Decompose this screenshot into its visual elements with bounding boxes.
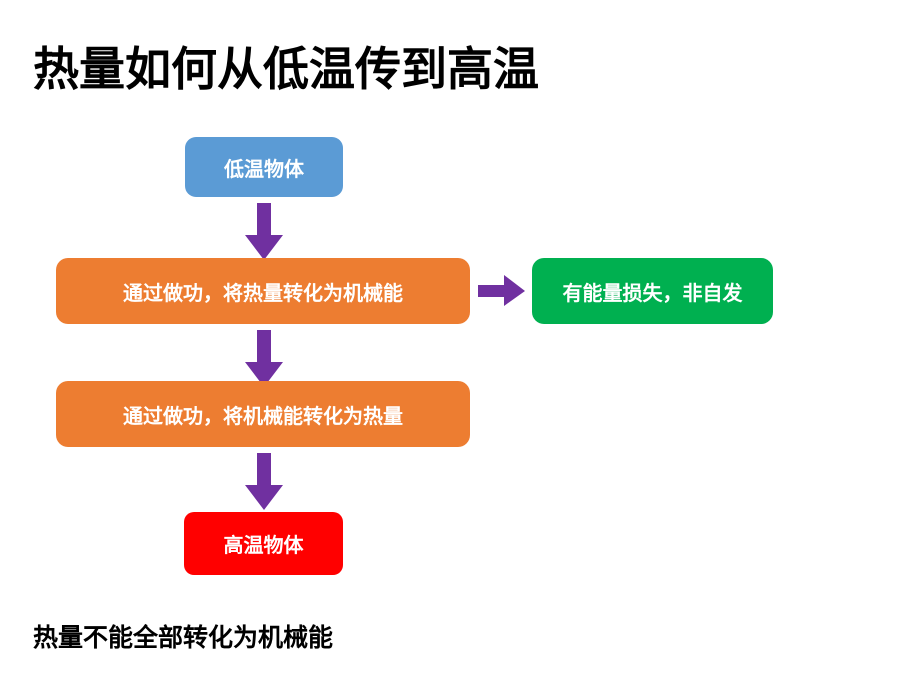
flow-node-mechanical-to-heat[interactable]: 通过做功，将机械能转化为热量 xyxy=(56,381,470,447)
flow-node-label: 高温物体 xyxy=(223,535,304,557)
flow-node-hot-object[interactable]: 高温物体 xyxy=(184,512,343,575)
flow-node-cold-object[interactable]: 低温物体 xyxy=(185,137,343,197)
flow-node-label: 通过做功，将机械能转化为热量 xyxy=(123,405,403,428)
arrow-right-icon-heat-to-loss xyxy=(478,275,526,307)
flow-node-label: 低温物体 xyxy=(224,158,304,181)
page-title: 热量如何从低温传到高温 xyxy=(33,43,539,95)
arrow-down-icon-heat-to-mech xyxy=(244,330,284,388)
flow-node-heat-to-mechanical[interactable]: 通过做功，将热量转化为机械能 xyxy=(56,258,470,324)
flow-node-label: 通过做功，将热量转化为机械能 xyxy=(123,282,403,305)
flow-node-energy-loss[interactable]: 有能量损失，非自发 xyxy=(532,258,773,324)
slide-caption: 热量不能全部转化为机械能 xyxy=(33,624,334,652)
flow-node-label: 有能量损失，非自发 xyxy=(562,282,743,305)
arrow-down-icon-mech-to-hot xyxy=(244,453,284,511)
arrow-down-icon-cold-to-heat xyxy=(244,203,284,261)
